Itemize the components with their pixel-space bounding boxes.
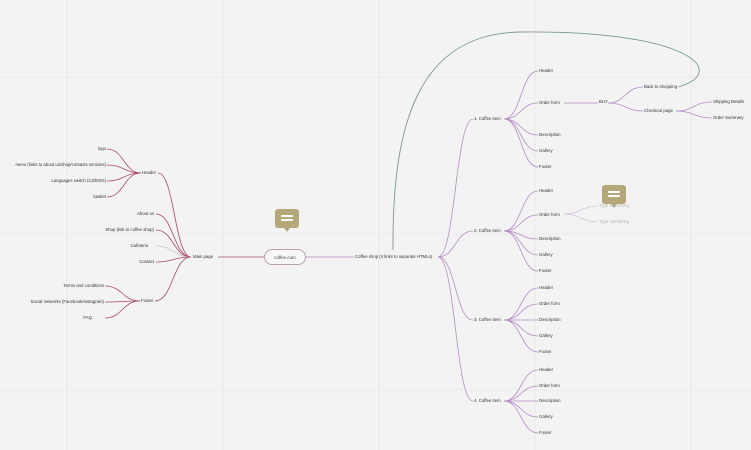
coffee-item-2[interactable]: 2. Coffee item: [474, 228, 501, 233]
coffee-item-4-footer[interactable]: Footer: [539, 430, 552, 435]
back-to-shopping-node[interactable]: Back to shopping: [644, 84, 677, 89]
edge-main-child: [155, 213, 192, 258]
edge-loop-back: [392, 31, 700, 251]
coffee-item-2-order-form[interactable]: Order form: [539, 212, 560, 217]
edge-item-child: [503, 369, 539, 402]
edge-main-child: [154, 256, 192, 302]
edge-item-child: [503, 102, 539, 120]
edge-shop-item: [437, 256, 474, 402]
checkout-page-node[interactable]: Checkout page: [644, 108, 673, 113]
coffee-item-2-header[interactable]: Header: [539, 188, 554, 193]
edge-item-child: [503, 118, 539, 136]
edge-item-child: [503, 214, 539, 232]
edge-buy-back: [607, 86, 644, 104]
root-label: coffee.com: [274, 254, 296, 260]
section-about-us[interactable]: About us: [137, 211, 154, 216]
header-node[interactable]: Header: [142, 170, 157, 175]
footer-node[interactable]: Footer: [141, 298, 154, 303]
edge-item-child: [503, 319, 539, 353]
edge-item-child: [503, 400, 539, 434]
coffee-item-4-header[interactable]: Header: [539, 367, 554, 372]
edge-item-child: [503, 400, 539, 418]
edge-item-child: [503, 385, 539, 402]
coffee-item-3-order-form[interactable]: Order form: [539, 301, 560, 306]
edge-placeholder: [563, 213, 599, 223]
coffee-item-3-gallery[interactable]: Gallery: [539, 333, 553, 338]
coffee-item-3-footer[interactable]: Footer: [539, 349, 552, 354]
coffee-item-2-gallery[interactable]: Gallery: [539, 252, 553, 257]
edge-checkout-summary: [675, 110, 713, 119]
placeholder-node[interactable]: Type something: [599, 203, 630, 208]
comment-icon[interactable]: [275, 209, 299, 232]
footer-item-faq[interactable]: FAQ: [83, 315, 92, 320]
footer-item-terms[interactable]: Terms and conditions: [63, 283, 104, 288]
edge-main-child: [155, 256, 192, 263]
buy-node[interactable]: BUY: [599, 99, 608, 104]
header-item-basket[interactable]: basket: [93, 194, 106, 199]
section-shop[interactable]: Shop (link to coffee shop): [105, 227, 154, 232]
edge-item-child: [503, 118, 539, 168]
edge-placeholder: [563, 205, 599, 215]
section-contact[interactable]: Contact: [139, 259, 154, 264]
coffee-item-1-description[interactable]: Description: [539, 132, 561, 137]
edge-main-child: [157, 172, 192, 258]
coffee-item-2-footer[interactable]: Footer: [539, 268, 552, 273]
edge-item-child: [503, 230, 539, 272]
coffee-item-3[interactable]: 3. Coffee item: [474, 317, 501, 322]
edge-footer-item: [104, 300, 141, 319]
main-page-node[interactable]: Main page: [193, 254, 214, 259]
placeholder-node[interactable]: Type something: [599, 219, 630, 224]
shipping-details-node[interactable]: Shipping Details: [713, 99, 745, 104]
edge-footer-item: [104, 285, 141, 302]
coffee-item-4-order-form[interactable]: Order form: [539, 383, 560, 388]
coffee-item-3-description[interactable]: Description: [539, 317, 561, 322]
edge-buy-checkout: [607, 102, 644, 112]
coffee-item-4[interactable]: 4. Coffee item: [474, 398, 501, 403]
header-item-menu[interactable]: menu (links to about us/shop/contacts se…: [15, 162, 106, 167]
edge-shop-item: [437, 118, 474, 258]
footer-item-social[interactable]: Social networks (Facebook/Instagram): [30, 299, 104, 304]
edge-item-child: [503, 303, 539, 321]
coffee-item-4-gallery[interactable]: Gallery: [539, 414, 553, 419]
coffee-shop-node[interactable]: Coffee shop (4 links to separate HTMLs): [355, 254, 433, 259]
root-node[interactable]: coffee.com: [264, 249, 306, 265]
edge-item-child: [503, 70, 539, 120]
header-item-logo[interactable]: logo: [97, 146, 106, 151]
coffee-item-1-header[interactable]: Header: [539, 68, 554, 73]
coffee-item-1[interactable]: 1. Coffee item: [474, 116, 501, 121]
section-cafeteria[interactable]: Cafeteria: [130, 243, 148, 248]
edge-shop-item: [437, 230, 474, 258]
header-item-languages[interactable]: Languages switch (CZ/ENG): [51, 178, 106, 183]
edge-main-child: [155, 229, 192, 258]
edge-checkout-shipping: [675, 101, 713, 112]
coffee-item-3-header[interactable]: Header: [539, 285, 554, 290]
comment-icon[interactable]: [602, 185, 626, 208]
edge-shop-item: [437, 256, 474, 321]
coffee-item-1-gallery[interactable]: Gallery: [539, 148, 553, 153]
order-summary-node[interactable]: Order Summary: [713, 115, 744, 120]
edge-header-item: [106, 164, 142, 174]
edge-main-child: [155, 245, 192, 258]
edge-item-child: [503, 287, 539, 321]
edge-item-child: [503, 118, 539, 152]
edge-item-child: [503, 190, 539, 232]
coffee-item-4-description[interactable]: Description: [539, 398, 561, 403]
edge-header-item: [106, 148, 142, 174]
edge-header-item: [106, 172, 142, 198]
coffee-item-1-footer[interactable]: Footer: [539, 164, 552, 169]
edge-item-child: [503, 319, 539, 337]
coffee-item-1-order-form[interactable]: Order form: [539, 100, 560, 105]
coffee-item-2-description[interactable]: Description: [539, 236, 561, 241]
